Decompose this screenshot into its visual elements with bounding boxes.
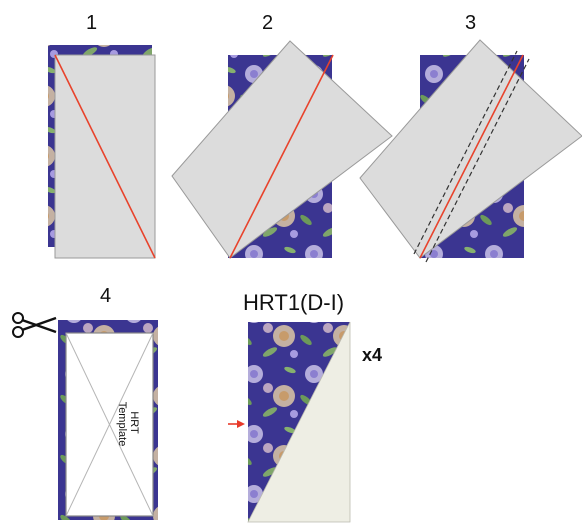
multiplier-label: x4: [362, 345, 383, 365]
step-2-label: 2: [262, 12, 274, 34]
stitch-line-left: [413, 50, 518, 255]
light-triangle: [247, 321, 351, 523]
step-1-diagram: [48, 45, 156, 259]
diagonal-seam-line: [419, 54, 524, 259]
result-hrt-diagram: [247, 321, 351, 523]
step-3-label: 3: [465, 12, 477, 34]
rotated-template: [359, 39, 582, 259]
step-4-diagram: HRT Template: [12, 312, 158, 520]
result-title: HRT1(D-I): [243, 290, 345, 315]
scissors-icon: [12, 312, 57, 338]
stitch-line-right: [425, 58, 530, 263]
step-2-diagram: [171, 40, 393, 259]
template-cross-line: [65, 332, 154, 517]
diagonal-seam-line: [54, 54, 156, 259]
step-1-label: 1: [86, 12, 98, 34]
rotated-template: [171, 40, 393, 259]
step-3-diagram: [359, 39, 582, 263]
template-label: HRT Template: [116, 402, 140, 447]
diagonal-seam-line: [229, 54, 334, 259]
step-4-label: 4: [100, 285, 112, 307]
red-arrow-icon: [228, 420, 245, 428]
